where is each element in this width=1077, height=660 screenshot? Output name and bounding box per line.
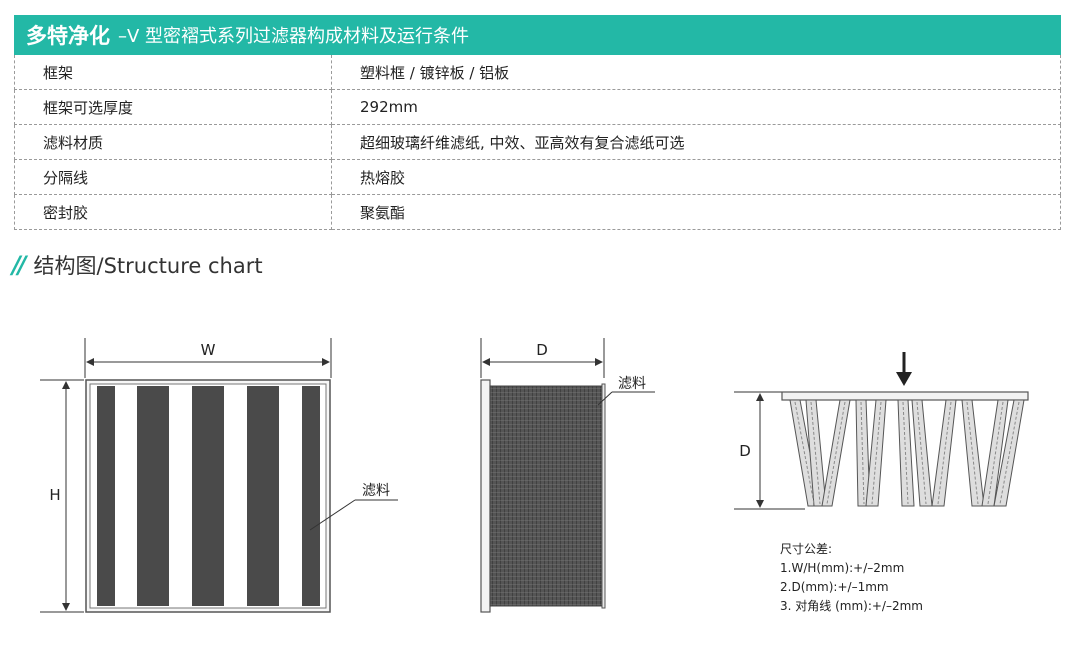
- spec-value: 超细玻璃纤维滤纸, 中效、亚高效有复合滤纸可选: [331, 124, 1061, 160]
- cross-section: D: [734, 352, 1029, 510]
- side-view: D 滤料: [480, 338, 655, 613]
- table-row: 密封胶 聚氨酯: [14, 194, 1061, 230]
- table-row: 框架 塑料框 / 镀锌板 / 铝板: [14, 55, 1061, 90]
- media-panel: [192, 386, 224, 606]
- height-label: H: [49, 486, 60, 504]
- spec-label: 分隔线: [14, 159, 332, 195]
- table-row: 分隔线 热熔胶: [14, 159, 1061, 195]
- media-panel: [97, 386, 115, 606]
- table-row: 滤料材质 超细玻璃纤维滤纸, 中效、亚高效有复合滤纸可选: [14, 124, 1061, 160]
- media-panel: [137, 386, 169, 606]
- page-title: –V 型密褶式系列过滤器构成材料及运行条件: [118, 26, 470, 47]
- width-label: W: [201, 341, 216, 359]
- spec-label: 密封胶: [14, 194, 332, 230]
- tolerance-line: 2.D(mm):+/–1mm: [780, 580, 889, 594]
- section-title: 结构图/Structure chart: [33, 254, 263, 278]
- cross-depth-label: D: [739, 442, 751, 460]
- structure-diagram: W H 滤料 D 滤料: [40, 338, 1029, 613]
- side-frame: [480, 379, 491, 613]
- filter-media-label: 滤料: [362, 483, 390, 499]
- double-slash-icon: //: [12, 251, 26, 279]
- tolerance-title: 尺寸公差:: [780, 542, 833, 556]
- table-row: 框架可选厚度 292mm: [14, 89, 1061, 125]
- cross-top-frame: [781, 391, 1029, 401]
- media-panel: [302, 386, 320, 606]
- tolerance-notes: 尺寸公差: 1.W/H(mm):+/–2mm 2.D(mm):+/–1mm 3.…: [780, 540, 923, 616]
- depth-label: D: [536, 341, 548, 359]
- spec-table: 框架 塑料框 / 镀锌板 / 铝板 框架可选厚度 292mm 滤料材质 超细玻璃…: [14, 55, 1061, 230]
- title-bar: 多特净化 –V 型密褶式系列过滤器构成材料及运行条件: [14, 15, 1061, 55]
- spec-value: 292mm: [331, 89, 1061, 125]
- brand-name: 多特净化: [26, 24, 110, 48]
- front-view: W H 滤料: [40, 338, 398, 613]
- spec-value: 聚氨酯: [331, 194, 1061, 230]
- spec-value: 塑料框 / 镀锌板 / 铝板: [331, 55, 1061, 90]
- spec-label: 滤料材质: [14, 124, 332, 160]
- section-heading: // 结构图/Structure chart: [12, 248, 263, 282]
- tolerance-line: 3. 对角线 (mm):+/–2mm: [780, 599, 923, 613]
- spec-label: 框架可选厚度: [14, 89, 332, 125]
- side-filter-media-label: 滤料: [618, 376, 646, 392]
- spec-value: 热熔胶: [331, 159, 1061, 195]
- tolerance-line: 1.W/H(mm):+/–2mm: [780, 561, 905, 575]
- media-panel: [247, 386, 279, 606]
- spec-label: 框架: [14, 55, 332, 90]
